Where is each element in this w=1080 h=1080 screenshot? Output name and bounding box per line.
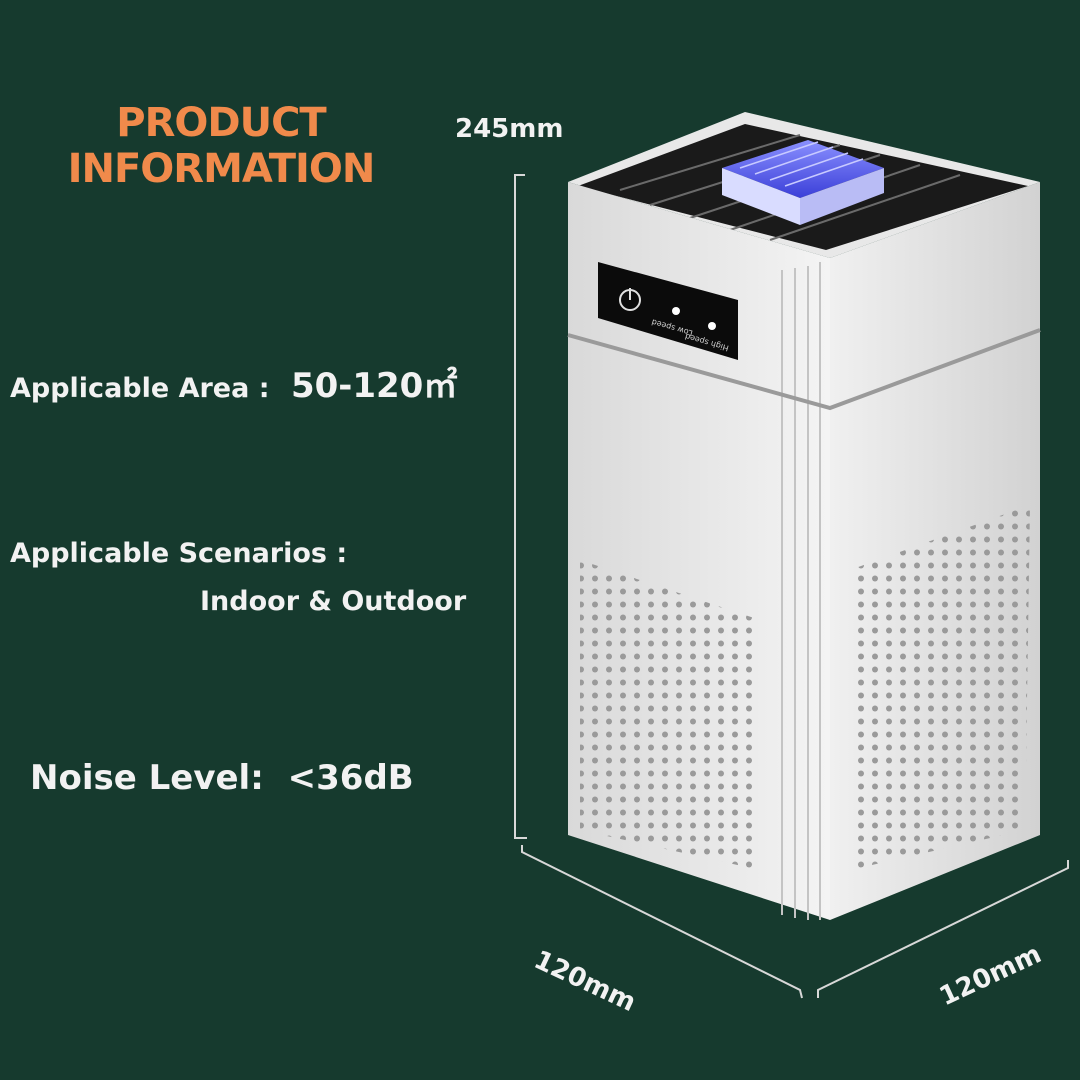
- uv-light-module: [722, 140, 884, 225]
- title-line-1: PRODUCT: [116, 100, 326, 146]
- noise-label: Noise Level:: [30, 758, 264, 798]
- spec-scenarios-label: Applicable Scenarios :: [10, 538, 348, 569]
- area-label: Applicable Area :: [10, 373, 270, 404]
- noise-value: <36dB: [287, 758, 414, 798]
- spec-scenarios-value: Indoor & Outdoor: [200, 586, 467, 617]
- dimension-lines: [514, 174, 1069, 999]
- power-icon: [619, 288, 641, 311]
- page-title: PRODUCT INFORMATION: [46, 100, 396, 192]
- spec-noise: Noise Level: <36dB: [30, 758, 414, 798]
- height-dimension: 245mm: [455, 114, 564, 144]
- area-value: 50-120㎡: [290, 366, 458, 406]
- title-line-2: INFORMATION: [67, 146, 376, 192]
- spec-area: Applicable Area : 50-120㎡: [10, 358, 457, 407]
